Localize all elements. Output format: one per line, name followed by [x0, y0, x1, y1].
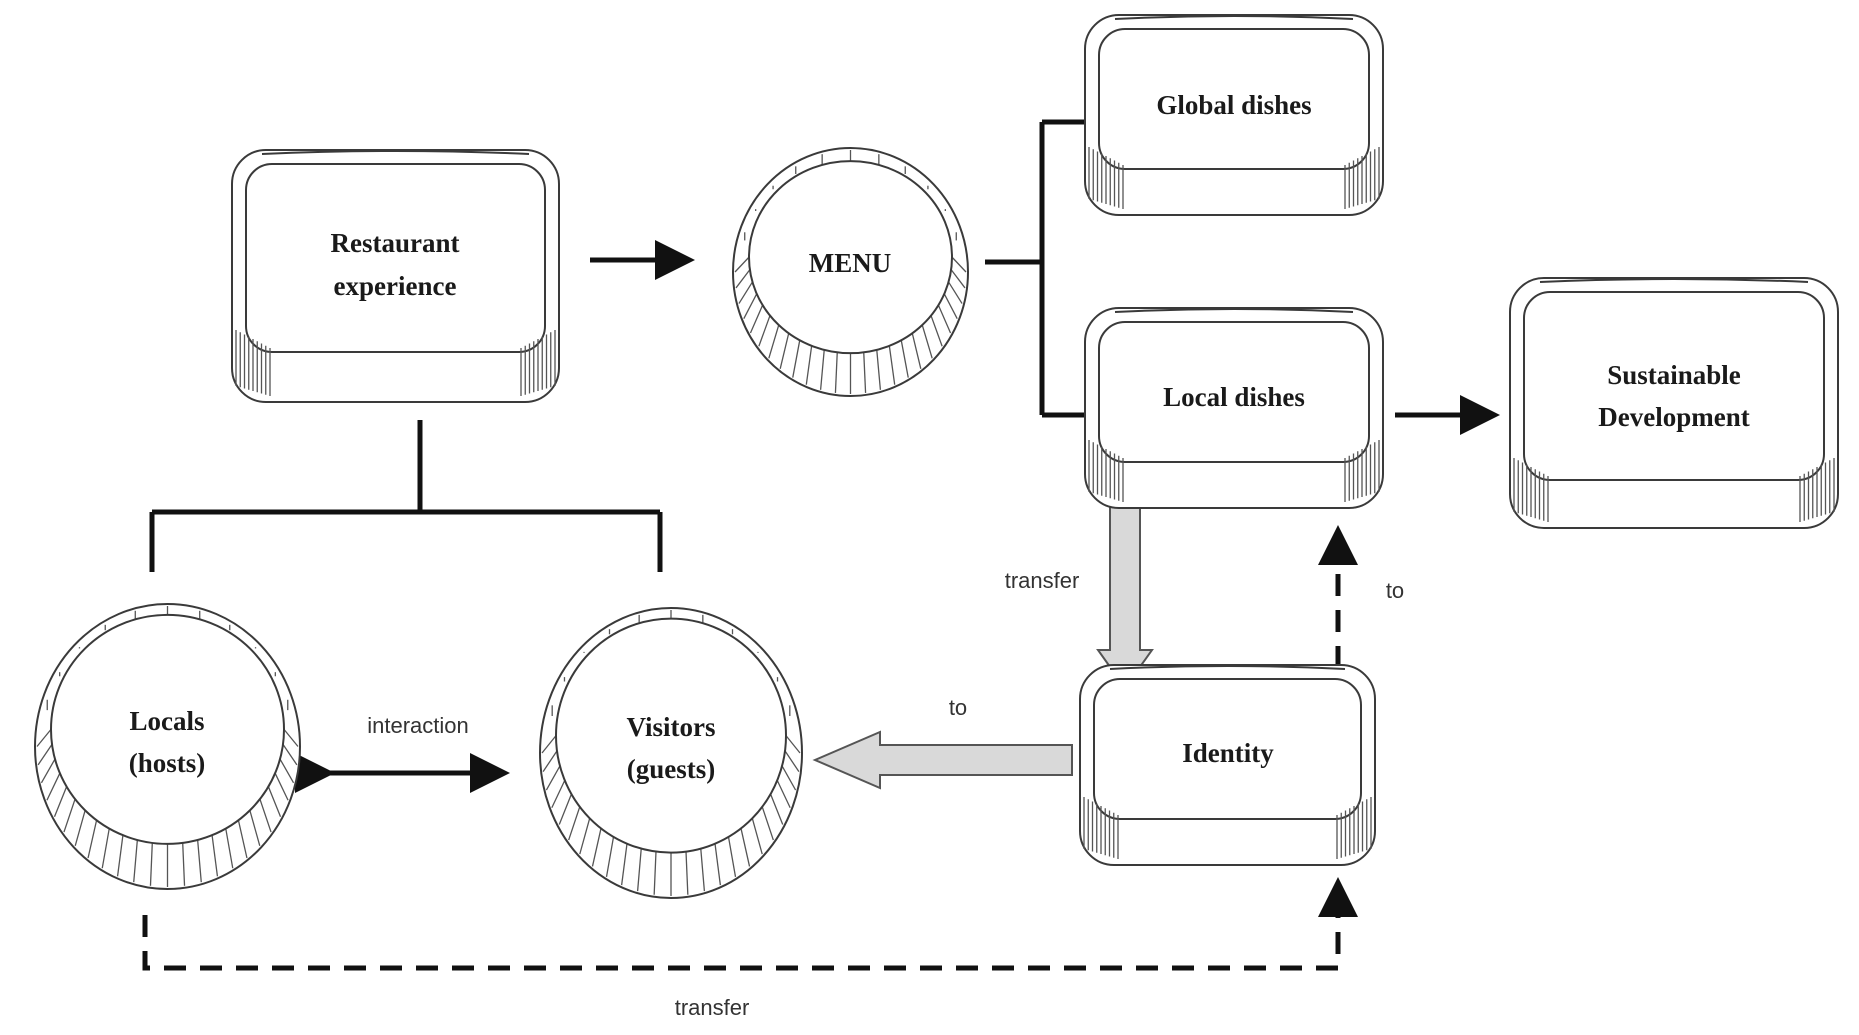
node-visitors-guests: Visitors (guests): [539, 607, 803, 899]
edge-label-transfer-upper: transfer: [1005, 568, 1080, 593]
node-menu: MENU: [732, 147, 969, 397]
box-top-rim: [1114, 308, 1354, 313]
node-label-local: Local dishes: [1163, 382, 1305, 412]
edge-label-transfer-lower: transfer: [675, 995, 750, 1020]
node-locals-hosts: Locals (hosts): [34, 603, 301, 890]
box-bevel-ticks: [1513, 458, 1835, 522]
edge-label-to-right: to: [1386, 578, 1404, 603]
edge-labels: interaction transfer to to transfer: [367, 568, 1404, 1020]
drum-face: [748, 160, 953, 355]
dashed-path-locals-to-identity: [142, 886, 1341, 971]
box-bevel-ticks: [1088, 147, 1380, 209]
node-restaurant-experience: Restaurant experience: [231, 149, 560, 403]
box-top-rim: [1109, 665, 1346, 670]
node-label-restaurant-line2: experience: [334, 271, 457, 301]
edge-label-to-left: to: [949, 695, 967, 720]
box-inner: [1098, 28, 1370, 170]
drum-ribs: [541, 610, 801, 896]
node-sustainable-development: Sustainable Development: [1509, 277, 1839, 529]
edge-label-interaction: interaction: [367, 713, 469, 738]
connectors: [142, 119, 1500, 971]
node-label-restaurant-line1: Restaurant: [331, 228, 460, 258]
box-bevel-ticks: [235, 330, 556, 396]
drum-ribs: [734, 150, 967, 394]
node-label-locals-line1: Locals: [129, 706, 204, 736]
node-local-dishes: Local dishes: [1084, 307, 1384, 509]
node-label-identity: Identity: [1182, 738, 1274, 768]
box-top-rim: [1114, 15, 1354, 20]
node-label-visitors-line1: Visitors: [627, 712, 716, 742]
node-identity: Identity: [1079, 664, 1376, 866]
box-inner: [1523, 291, 1825, 481]
hollow-arrow-identity-to-visitors: [812, 730, 1073, 790]
box-top-rim: [1539, 278, 1809, 283]
node-label-sustainable-line2: Development: [1598, 402, 1749, 432]
hollow-arrow-local-to-identity: [1096, 504, 1154, 690]
box-top-rim: [261, 150, 530, 155]
drum-face: [555, 617, 787, 854]
box-inner: [1098, 321, 1370, 463]
drum-ribs: [36, 606, 299, 887]
bracket-restaurant-to-people: [149, 420, 663, 572]
node-label-sustainable-line1: Sustainable: [1607, 360, 1741, 390]
node-label-global: Global dishes: [1156, 90, 1311, 120]
node-label-visitors-line2: (guests): [627, 754, 716, 784]
box-bevel-ticks: [1088, 440, 1380, 502]
node-label-locals-line2: (hosts): [129, 748, 206, 778]
node-label-menu: MENU: [809, 248, 892, 278]
box-inner: [245, 163, 546, 353]
drum-face: [50, 613, 285, 845]
bracket-menu-to-dishes: [985, 119, 1085, 418]
node-global-dishes: Global dishes: [1084, 14, 1384, 216]
box-inner: [1093, 678, 1362, 820]
box-bevel-ticks: [1083, 797, 1372, 859]
